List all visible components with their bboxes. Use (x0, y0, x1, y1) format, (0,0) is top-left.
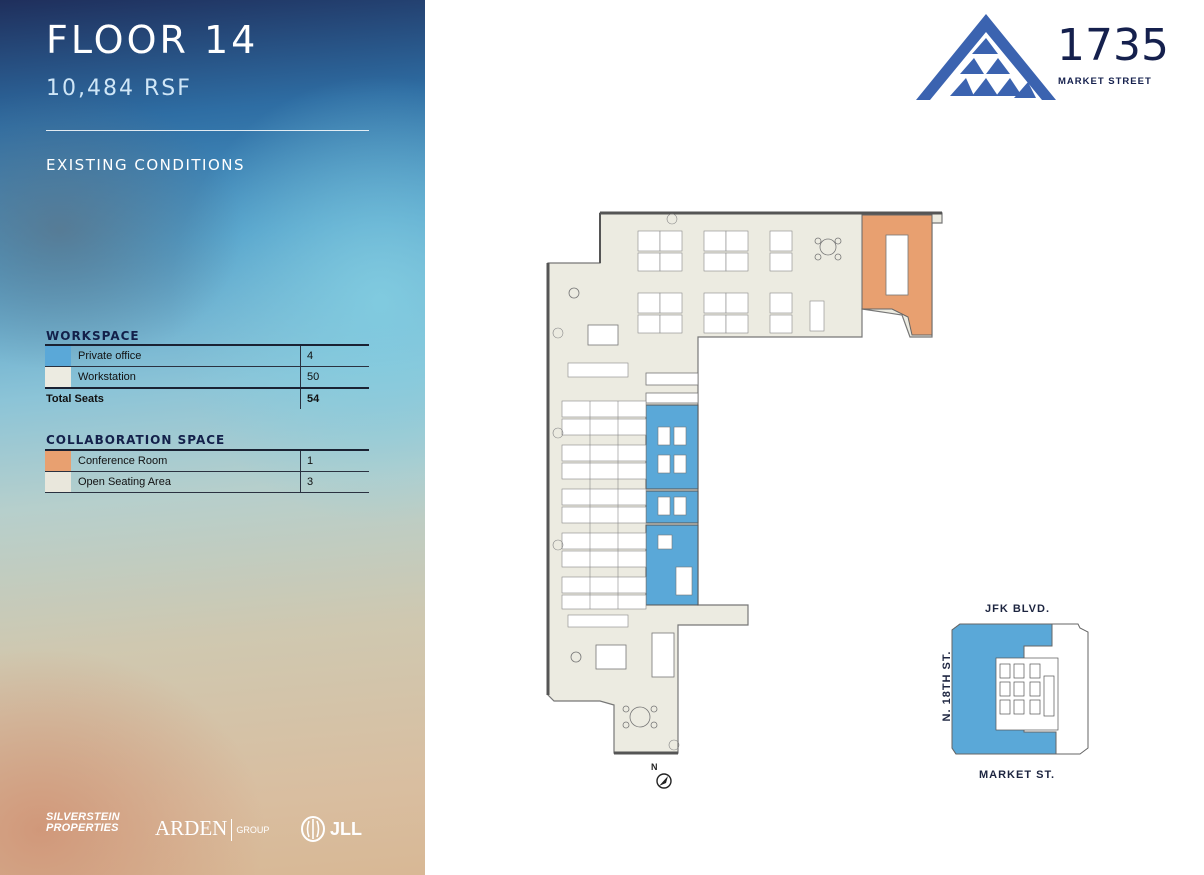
private-offices (645, 404, 699, 606)
jll-mark-icon (301, 816, 325, 842)
workstation-dividers (589, 401, 619, 609)
key-plan (951, 623, 1089, 755)
table-row: Workstation 50 (45, 366, 369, 389)
workspace-heading: WORKSPACE (46, 329, 140, 343)
silverstein-line1: SILVERSTEIN (46, 811, 120, 823)
street-jfk: JFK BLVD. (985, 603, 1051, 615)
conditions-subtitle: EXISTING CONDITIONS (46, 156, 246, 174)
row-value: 4 (300, 344, 369, 367)
building-street: MARKET STREET (1058, 76, 1152, 87)
arden-group-text: GROUP (236, 825, 270, 836)
workstations-left (561, 362, 647, 628)
building-core (995, 657, 1059, 731)
conference-table (885, 234, 909, 296)
office-furniture (657, 426, 693, 596)
jll-logo: JLL (300, 814, 362, 844)
row-label: Workstation (71, 366, 301, 389)
row-value: 50 (300, 366, 369, 389)
table-row: Private office 4 (45, 344, 369, 367)
collaboration-heading: COLLABORATION SPACE (46, 433, 226, 447)
info-panel: FLOOR 14 10,484 RSF EXISTING CONDITIONS … (0, 0, 425, 875)
rentable-square-feet: 10,484 RSF (46, 76, 192, 101)
silverstein-line2: PROPERTIES (46, 822, 119, 834)
north-label: N (651, 762, 658, 772)
row-value: 1 (300, 449, 369, 472)
open-seating (568, 237, 842, 729)
row-value: 3 (300, 471, 369, 493)
floor-title: FLOOR 14 (46, 18, 259, 62)
total-value: 54 (300, 387, 369, 409)
corridor-stairs (645, 372, 699, 386)
street-market: MARKET ST. (979, 769, 1055, 781)
row-label: Open Seating Area (71, 471, 301, 493)
collaboration-table: Conference Room 1 Open Seating Area 3 (45, 449, 369, 493)
workspace-table: Private office 4 Workstation 50 Total Se… (45, 344, 369, 409)
row-label: Conference Room (71, 449, 301, 472)
workstations (637, 230, 825, 334)
window-mullions (552, 213, 680, 751)
silverstein-logo: SILVERSTEIN PROPERTIES (46, 812, 120, 842)
row-label: Private office (71, 344, 301, 367)
arden-logo: ARDEN GROUP (155, 816, 269, 846)
open-seating-swatch (45, 471, 71, 493)
total-label: Total Seats (45, 387, 301, 409)
north-arrow-icon (656, 773, 672, 789)
building-number: 1735 (1057, 20, 1169, 71)
private-office-swatch (45, 344, 71, 367)
total-row: Total Seats 54 (45, 387, 369, 409)
jll-wordmark: JLL (330, 818, 363, 839)
arden-wordmark: ARDEN (155, 816, 228, 840)
title-divider (46, 130, 369, 131)
floor-plan (546, 211, 943, 755)
table-row: Open Seating Area 3 (45, 471, 369, 493)
building-logo-icon (916, 14, 1056, 100)
floor-outline (546, 211, 943, 755)
corridor-hatch (645, 392, 699, 404)
workstation-swatch (45, 366, 71, 389)
table-row: Conference Room 1 (45, 449, 369, 472)
conference-swatch (45, 449, 71, 472)
